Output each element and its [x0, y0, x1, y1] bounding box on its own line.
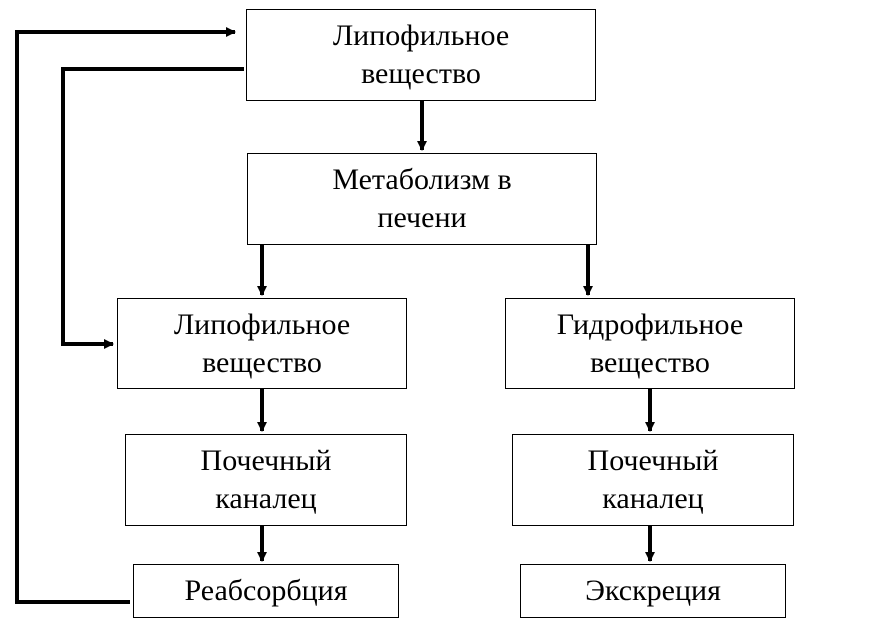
loop-top-to-lipophilic — [61, 67, 244, 349]
box-line: вещество — [361, 57, 481, 90]
box-renal-tubule-left: Почечный каналец — [125, 434, 407, 526]
box-line: Реабсорбция — [184, 574, 348, 607]
box-line: печени — [377, 201, 467, 234]
box-line: каналец — [215, 482, 317, 515]
box-line: Липофильное — [173, 307, 351, 341]
box-line: вещество — [202, 345, 322, 379]
box-line: Гидрофильное — [556, 307, 744, 341]
box-lipophilic-substance-mid: Липофильное вещество — [117, 298, 407, 389]
box-line: Экскреция — [585, 574, 721, 607]
box-reabsorption: Реабсорбция — [133, 564, 399, 618]
loop-reabsorption-to-top — [15, 27, 236, 604]
box-line: Почечный — [200, 444, 332, 477]
box-liver-metabolism: Метаболизм в печени — [247, 153, 597, 245]
box-line: Почечный — [587, 444, 719, 477]
box-line: Метаболизм в — [332, 163, 512, 196]
box-line: Липофильное — [332, 19, 510, 52]
box-line: каналец — [602, 482, 704, 515]
box-hydrophilic-substance: Гидрофильное вещество — [505, 298, 795, 389]
box-excretion: Экскреция — [520, 564, 786, 618]
box-lipophilic-substance-top: Липофильное вещество — [246, 9, 596, 101]
box-renal-tubule-right: Почечный каналец — [512, 434, 794, 526]
box-line: вещество — [590, 345, 710, 379]
